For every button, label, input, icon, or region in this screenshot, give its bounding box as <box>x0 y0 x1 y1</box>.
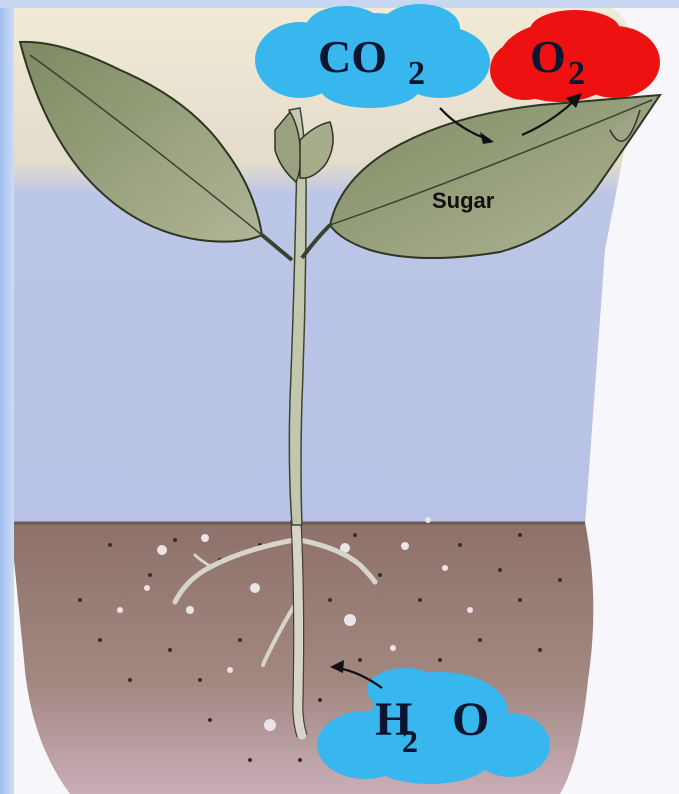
o2-subscript: 2 <box>568 55 585 92</box>
co2-label: CO <box>318 31 387 82</box>
co2-subscript: 2 <box>408 55 425 92</box>
h2o-label-o: O <box>452 693 489 746</box>
o2-label: O <box>530 31 566 82</box>
sugar-label: Sugar <box>432 188 495 213</box>
h2o-subscript: 2 <box>402 723 418 759</box>
left-border <box>0 0 14 794</box>
